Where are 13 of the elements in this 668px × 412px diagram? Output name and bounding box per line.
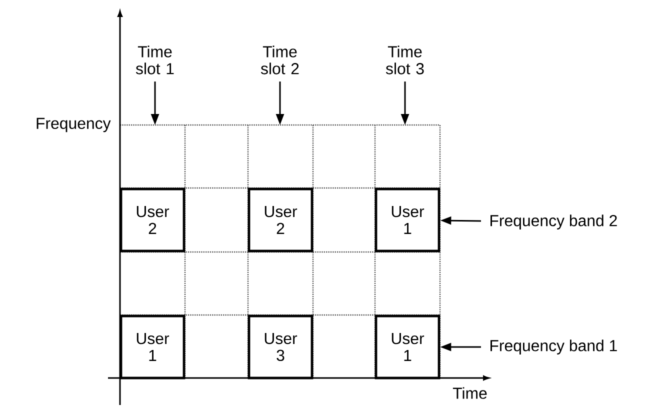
user-box: User 2	[120, 188, 186, 252]
user-box: User 1	[120, 314, 186, 380]
time-slot-label: Time slot 2	[260, 46, 299, 74]
user-box: User 3	[248, 314, 314, 380]
axis-label: Time	[452, 387, 487, 399]
band-label: Frequency band 1	[490, 340, 617, 354]
user-box: User 2	[248, 188, 314, 252]
time-slot-label: Time slot 1	[136, 46, 174, 74]
user-box: User 1	[374, 314, 440, 380]
axis-label: Frequency	[36, 118, 111, 132]
time-slot-label: Time slot 3	[386, 46, 424, 74]
user-box: User 1	[374, 188, 440, 252]
band-label: Frequency band 2	[490, 214, 617, 230]
